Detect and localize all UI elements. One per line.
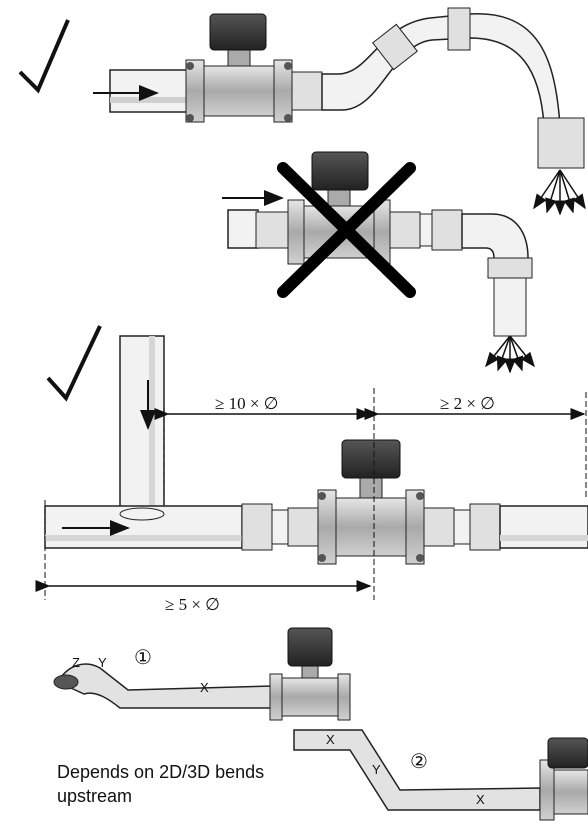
checkmark-icon xyxy=(18,19,70,94)
flowmeter-icon xyxy=(269,627,351,721)
axis-z-label: Z xyxy=(72,655,80,670)
bends-note-line-2: upstream xyxy=(57,786,133,806)
axis-x-label-2b: X xyxy=(476,792,485,807)
pipe-bend xyxy=(321,13,561,126)
bend-example-2: X Y X ② xyxy=(293,729,588,821)
pipe-elbow xyxy=(461,213,529,263)
axis-y-label: Y xyxy=(98,655,107,670)
checkmark-icon xyxy=(46,325,102,402)
outlet-spray xyxy=(485,335,535,374)
vertical-pipe xyxy=(119,335,165,517)
flowmeter-icon xyxy=(185,13,293,123)
wrong-installation xyxy=(222,151,535,374)
cross-icon xyxy=(277,162,416,298)
flowmeter-icon xyxy=(539,737,588,821)
axis-x-label: X xyxy=(200,680,209,695)
bends-note-line-1: Depends on 2D/3D bends xyxy=(57,762,265,782)
dimension-downstream-label: ≥ 2 × ∅ xyxy=(440,394,495,413)
dimension-upstream-label: ≥ 10 × ∅ xyxy=(215,394,278,413)
pipe-bend-1 xyxy=(56,663,273,709)
axis-y-label-2: Y xyxy=(372,762,381,777)
bend-marker-1: ① xyxy=(134,645,152,669)
tee-installation: ≥ 10 × ∅ ≥ 2 × ∅ ≥ 5 × ∅ xyxy=(35,325,588,614)
bend-marker-2: ② xyxy=(410,749,428,773)
correct-installation-1 xyxy=(18,7,586,216)
bends-note: Depends on 2D/3D bends upstream xyxy=(57,760,357,808)
pipe-inlet xyxy=(109,69,196,113)
axis-x-label-2a: X xyxy=(326,732,335,747)
dimension-tee-label: ≥ 5 × ∅ xyxy=(165,595,220,614)
flowmeter-icon xyxy=(317,439,425,565)
outlet-spray xyxy=(533,169,586,216)
bend-example-1: Z Y X ① xyxy=(53,627,351,721)
